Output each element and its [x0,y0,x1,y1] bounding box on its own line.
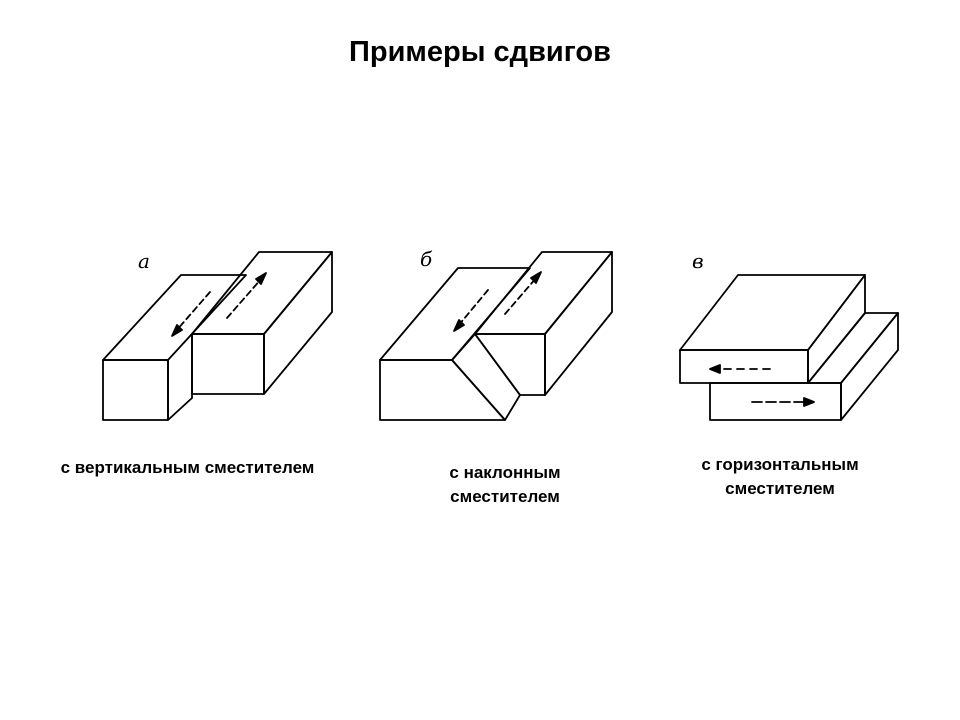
caption-vertical-fault: с вертикальным сместителем [15,456,360,480]
block-left-front [379,359,506,421]
caption-line: с горизонтальным [701,455,859,474]
block-left-top [102,274,247,361]
block-right-top [191,251,333,335]
block-right-side [544,251,613,396]
block-right-front [191,333,265,395]
panel-letter-a: а [138,249,150,273]
block-lower-top [807,312,899,384]
block-right-side [263,251,333,395]
page-title: Примеры сдвигов [349,36,611,68]
caption-line: сместителем [725,479,835,498]
block-upper-side [807,274,866,384]
block-lower-side [840,312,899,421]
arrow-left-block [175,291,211,332]
block-left-front [102,359,169,421]
block-left-side [167,359,193,421]
block-right-front [474,333,546,396]
diagram-inclined-fault: б [379,247,613,421]
diagram-horizontal-fault: в [679,249,899,421]
arrow-right-block [226,277,263,319]
block-upper-front [679,349,809,384]
caption-line: сместителем [450,487,560,506]
panel-letter-c: в [692,249,704,273]
arrow-left-block [457,289,489,327]
caption-horizontal-fault: с горизонтальным сместителем [665,453,895,501]
block-left-top [379,267,531,361]
caption-inclined-fault: с наклонным сместителем [400,461,610,509]
panel-letter-b: б [420,247,433,271]
caption-line: с вертикальным сместителем [60,458,315,477]
arrow-right-block [504,276,538,315]
diagram-vertical-fault: а [102,249,333,421]
caption-line: с наклонным [449,463,561,482]
block-right-top [474,251,613,335]
